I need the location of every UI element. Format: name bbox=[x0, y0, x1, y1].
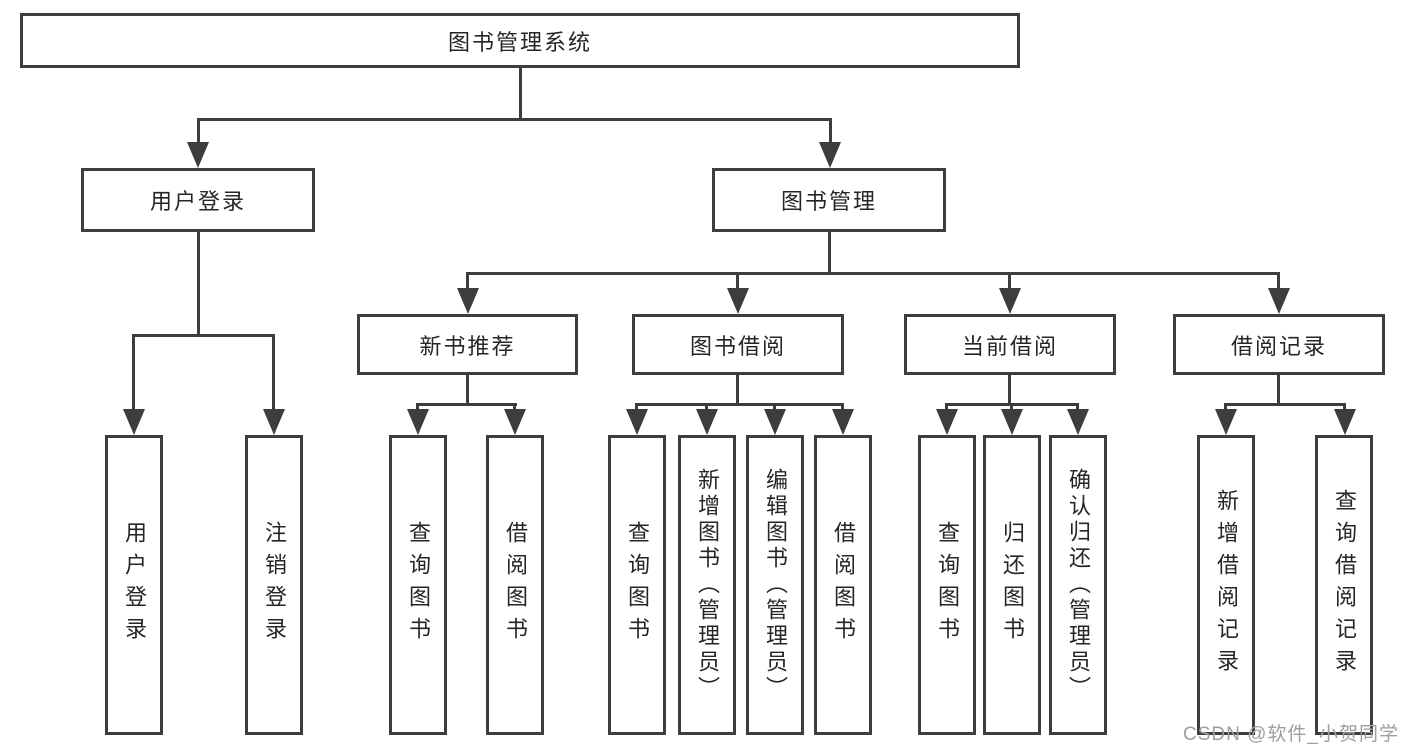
leaf-query-book-2-label: 查询图书 bbox=[625, 521, 650, 649]
node-borrow-records: 借阅记录 bbox=[1173, 314, 1385, 375]
connector-line bbox=[1010, 403, 1013, 413]
arrow-down-icon bbox=[626, 409, 648, 435]
arrow-down-icon bbox=[187, 142, 209, 168]
connector-line bbox=[1225, 403, 1346, 406]
connector-line bbox=[1076, 403, 1079, 413]
node-borrow-records-label: 借阅记录 bbox=[1230, 333, 1327, 359]
leaf-user-login: 用户登录 bbox=[105, 435, 163, 735]
node-user-login: 用户登录 bbox=[81, 168, 315, 232]
connector-line bbox=[636, 403, 844, 406]
leaf-query-borrow-record: 查询借阅记录 bbox=[1315, 435, 1373, 735]
connector-line bbox=[513, 403, 516, 413]
arrow-down-icon bbox=[263, 409, 285, 435]
connector-line bbox=[416, 403, 419, 413]
connector-line bbox=[466, 375, 469, 406]
connector-line bbox=[945, 403, 948, 413]
connector-line bbox=[1343, 403, 1346, 413]
csdn-watermark: CSDN @软件_小贺同学 bbox=[1183, 724, 1399, 745]
connector-line bbox=[132, 334, 275, 337]
leaf-return-book-label: 归还图书 bbox=[1000, 521, 1025, 649]
node-root: 图书管理系统 bbox=[20, 13, 1020, 68]
connector-line bbox=[773, 403, 776, 413]
leaf-confirm-return-admin: 确认归还（管理员） bbox=[1049, 435, 1107, 735]
connector-line bbox=[736, 272, 739, 292]
arrow-down-icon bbox=[1001, 409, 1023, 435]
connector-line bbox=[197, 118, 831, 121]
connector-line bbox=[1277, 272, 1280, 292]
leaf-borrow-book-2: 借阅图书 bbox=[814, 435, 872, 735]
connector-line bbox=[635, 403, 638, 413]
arrow-down-icon bbox=[727, 288, 749, 314]
connector-line bbox=[705, 403, 708, 413]
leaf-edit-book-admin: 编辑图书（管理员） bbox=[746, 435, 804, 735]
connector-line bbox=[829, 118, 832, 146]
leaf-query-borrow-record-label: 查询借阅记录 bbox=[1332, 489, 1357, 681]
connector-line bbox=[519, 68, 522, 118]
connector-line bbox=[197, 232, 200, 337]
leaf-query-book-1: 查询图书 bbox=[389, 435, 447, 735]
arrow-down-icon bbox=[123, 409, 145, 435]
connector-line bbox=[466, 272, 469, 292]
arrow-down-icon bbox=[457, 288, 479, 314]
node-book-borrow: 图书借阅 bbox=[632, 314, 844, 375]
arrow-down-icon bbox=[832, 409, 854, 435]
node-new-book-rec: 新书推荐 bbox=[357, 314, 578, 375]
leaf-borrow-book-1: 借阅图书 bbox=[486, 435, 544, 735]
connector-line bbox=[736, 375, 739, 406]
connector-line bbox=[272, 334, 275, 412]
leaf-add-book-admin: 新增图书（管理员） bbox=[678, 435, 736, 735]
arrow-down-icon bbox=[504, 409, 526, 435]
leaf-add-borrow-record: 新增借阅记录 bbox=[1197, 435, 1255, 735]
connector-line bbox=[1277, 375, 1280, 406]
leaf-user-login-label: 用户登录 bbox=[122, 521, 147, 649]
connector-line bbox=[841, 403, 844, 413]
node-current-borrow-label: 当前借阅 bbox=[961, 333, 1058, 359]
connector-line bbox=[132, 334, 135, 412]
arrow-down-icon bbox=[1067, 409, 1089, 435]
connector-line bbox=[197, 118, 200, 146]
arrow-down-icon bbox=[1334, 409, 1356, 435]
node-root-label: 图书管理系统 bbox=[447, 29, 592, 55]
arrow-down-icon bbox=[1268, 288, 1290, 314]
arrow-down-icon bbox=[696, 409, 718, 435]
connector-line bbox=[828, 232, 831, 275]
connector-line bbox=[1008, 272, 1011, 292]
connector-line bbox=[417, 403, 517, 406]
arrow-down-icon bbox=[819, 142, 841, 168]
leaf-confirm-return-admin-label: 确认归还（管理员） bbox=[1066, 468, 1091, 702]
node-book-borrow-label: 图书借阅 bbox=[689, 333, 786, 359]
leaf-add-borrow-record-label: 新增借阅记录 bbox=[1214, 489, 1239, 681]
node-new-book-rec-label: 新书推荐 bbox=[419, 333, 516, 359]
arrow-down-icon bbox=[764, 409, 786, 435]
leaf-borrow-book-2-label: 借阅图书 bbox=[831, 521, 856, 649]
arrow-down-icon bbox=[999, 288, 1021, 314]
leaf-edit-book-admin-label: 编辑图书（管理员） bbox=[763, 468, 788, 702]
leaf-query-book-3-label: 查询图书 bbox=[935, 521, 960, 649]
connector-line bbox=[1008, 375, 1011, 406]
arrow-down-icon bbox=[407, 409, 429, 435]
leaf-query-book-3: 查询图书 bbox=[918, 435, 976, 735]
leaf-logout: 注销登录 bbox=[245, 435, 303, 735]
leaf-add-book-admin-label: 新增图书（管理员） bbox=[695, 468, 720, 702]
node-book-mgmt-label: 图书管理 bbox=[780, 189, 877, 214]
leaf-return-book: 归还图书 bbox=[983, 435, 1041, 735]
arrow-down-icon bbox=[1215, 409, 1237, 435]
connector-line bbox=[467, 272, 1280, 275]
node-user-login-label: 用户登录 bbox=[149, 189, 246, 214]
connector-line bbox=[1224, 403, 1227, 413]
leaf-query-book-1-label: 查询图书 bbox=[406, 521, 431, 649]
node-book-mgmt: 图书管理 bbox=[712, 168, 946, 232]
leaf-logout-label: 注销登录 bbox=[262, 521, 287, 649]
leaf-query-book-2: 查询图书 bbox=[608, 435, 666, 735]
node-current-borrow: 当前借阅 bbox=[904, 314, 1116, 375]
arrow-down-icon bbox=[936, 409, 958, 435]
leaf-borrow-book-1-label: 借阅图书 bbox=[503, 521, 528, 649]
